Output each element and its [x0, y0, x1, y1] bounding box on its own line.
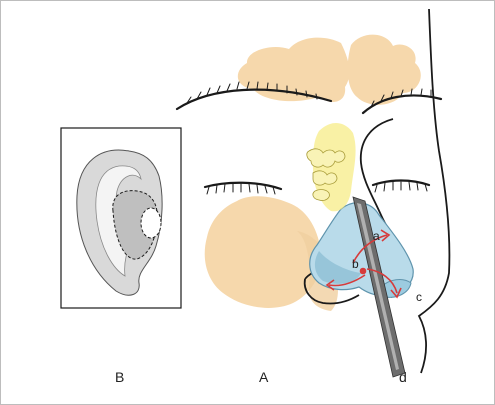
- maxillary-sinus: [204, 196, 322, 308]
- arrow-up-head: [380, 229, 391, 242]
- region-label-c: c: [416, 290, 422, 304]
- cartilage-graft-shadow: [314, 251, 361, 284]
- alar-base: [303, 278, 360, 305]
- region-label-b: b: [352, 257, 359, 271]
- arrow-down-curve: [366, 268, 398, 294]
- ear-drawing: [76, 149, 163, 296]
- sinus-regions: [204, 34, 421, 311]
- left-eyelashes: [206, 183, 276, 195]
- arrow-up-curve: [352, 234, 388, 264]
- left-eyebrow-hairs: [186, 81, 318, 104]
- right-eyebrow-hairs: [370, 88, 432, 108]
- panel-label-a: A: [259, 369, 269, 385]
- right-eyelashes: [374, 181, 428, 193]
- dorsal-graft: [306, 122, 356, 212]
- right-eyebrow: [361, 94, 443, 115]
- dorsal-graft-glow: [313, 122, 356, 212]
- eyes-and-brows: [175, 81, 443, 195]
- panel-label-b: B: [115, 369, 125, 385]
- arrow-left-curve: [328, 274, 366, 287]
- frontal-sinus-right: [347, 34, 421, 105]
- arrow-down-head: [390, 287, 402, 299]
- left-eyebrow: [175, 88, 333, 111]
- ear-graft-outline: [140, 207, 162, 239]
- left-eyelid: [203, 181, 283, 191]
- arrow-left-head: [325, 279, 335, 291]
- profile-forehead-nose: [417, 8, 451, 374]
- region-label-a: a: [373, 229, 380, 243]
- frontal-sinus-left: [237, 37, 350, 103]
- panel-label-d: d: [399, 369, 407, 385]
- pivot-point: [359, 267, 367, 275]
- right-eyelid: [371, 179, 431, 187]
- direction-arrows: [325, 229, 402, 299]
- dorsal-graft-crushed-pieces: [306, 148, 346, 201]
